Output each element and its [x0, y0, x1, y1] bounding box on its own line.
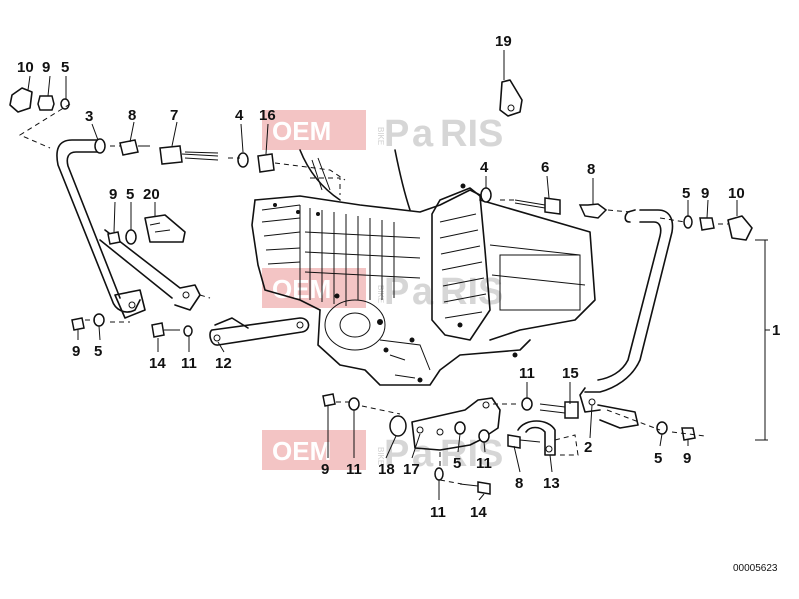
left-crash-bar — [56, 138, 201, 319]
callout-7: 7 — [170, 107, 178, 124]
callout-11: 11 — [430, 504, 446, 521]
callout-17: 17 — [403, 461, 420, 478]
callout-5: 5 — [453, 455, 461, 472]
svg-text:a: a — [412, 113, 434, 155]
svg-text:OEM: OEM — [272, 436, 331, 466]
callout-9: 9 — [701, 185, 709, 202]
svg-text:a: a — [412, 271, 434, 313]
callout-18: 18 — [378, 461, 395, 478]
callout-11: 11 — [346, 461, 362, 478]
callout-12: 12 — [215, 355, 232, 372]
callout-labels: 10 9 5 3 8 7 4 16 19 9 5 20 4 6 8 5 9 10… — [17, 33, 780, 521]
svg-text:P: P — [384, 271, 409, 313]
svg-text:a: a — [412, 433, 434, 475]
engine-block — [251, 149, 596, 386]
svg-text:OEM: OEM — [272, 274, 331, 304]
callout-9: 9 — [72, 343, 80, 360]
fasteners — [9, 87, 753, 495]
plate-20 — [144, 214, 186, 243]
callout-16: 16 — [259, 107, 276, 124]
callout-9: 9 — [109, 186, 117, 203]
callout-4: 4 — [235, 107, 244, 124]
callout-5: 5 — [682, 185, 690, 202]
watermark: OEM BIKE P a RIS OEM BIKE P a RIS OEM BI… — [262, 110, 503, 475]
svg-text:BIKE: BIKE — [376, 447, 385, 465]
bracket-19 — [499, 79, 523, 117]
svg-text:BIKE: BIKE — [376, 285, 385, 303]
svg-text:RIS: RIS — [440, 271, 503, 313]
callout-9: 9 — [42, 59, 50, 76]
callout-8: 8 — [128, 107, 136, 124]
svg-text:P: P — [384, 113, 409, 155]
callout-10: 10 — [17, 59, 34, 76]
right-crash-bar — [579, 209, 674, 429]
svg-text:RIS: RIS — [440, 433, 503, 475]
callout-14: 14 — [470, 504, 487, 521]
clamp-13 — [517, 420, 556, 456]
callout-10: 10 — [728, 185, 745, 202]
callout-20: 20 — [143, 186, 160, 203]
callout-2: 2 — [584, 439, 592, 456]
callout-9: 9 — [321, 461, 329, 478]
svg-text:RIS: RIS — [440, 113, 503, 155]
callout-11: 11 — [519, 365, 535, 382]
callout-3: 3 — [85, 108, 93, 125]
callout-5: 5 — [126, 186, 134, 203]
leader-lines — [27, 50, 770, 501]
svg-text:OEM: OEM — [272, 116, 331, 146]
callout-5: 5 — [94, 343, 102, 360]
callout-9: 9 — [683, 450, 691, 467]
callout-5: 5 — [654, 450, 662, 467]
callout-1: 1 — [772, 322, 780, 339]
document-id: 00005623 — [733, 563, 778, 574]
callout-11: 11 — [181, 355, 197, 372]
callout-8: 8 — [515, 475, 523, 492]
assembly-lines — [18, 103, 728, 485]
svg-text:BIKE: BIKE — [376, 127, 385, 145]
callout-19: 19 — [495, 33, 512, 50]
callout-14: 14 — [149, 355, 166, 372]
callout-13: 13 — [543, 475, 560, 492]
callout-4: 4 — [480, 159, 489, 176]
callout-5: 5 — [61, 59, 69, 76]
callout-15: 15 — [562, 365, 579, 382]
callout-6: 6 — [541, 159, 549, 176]
bracket-17 — [389, 397, 501, 451]
callout-11: 11 — [476, 455, 492, 472]
callout-8: 8 — [587, 161, 595, 178]
bracket-12 — [209, 317, 310, 346]
